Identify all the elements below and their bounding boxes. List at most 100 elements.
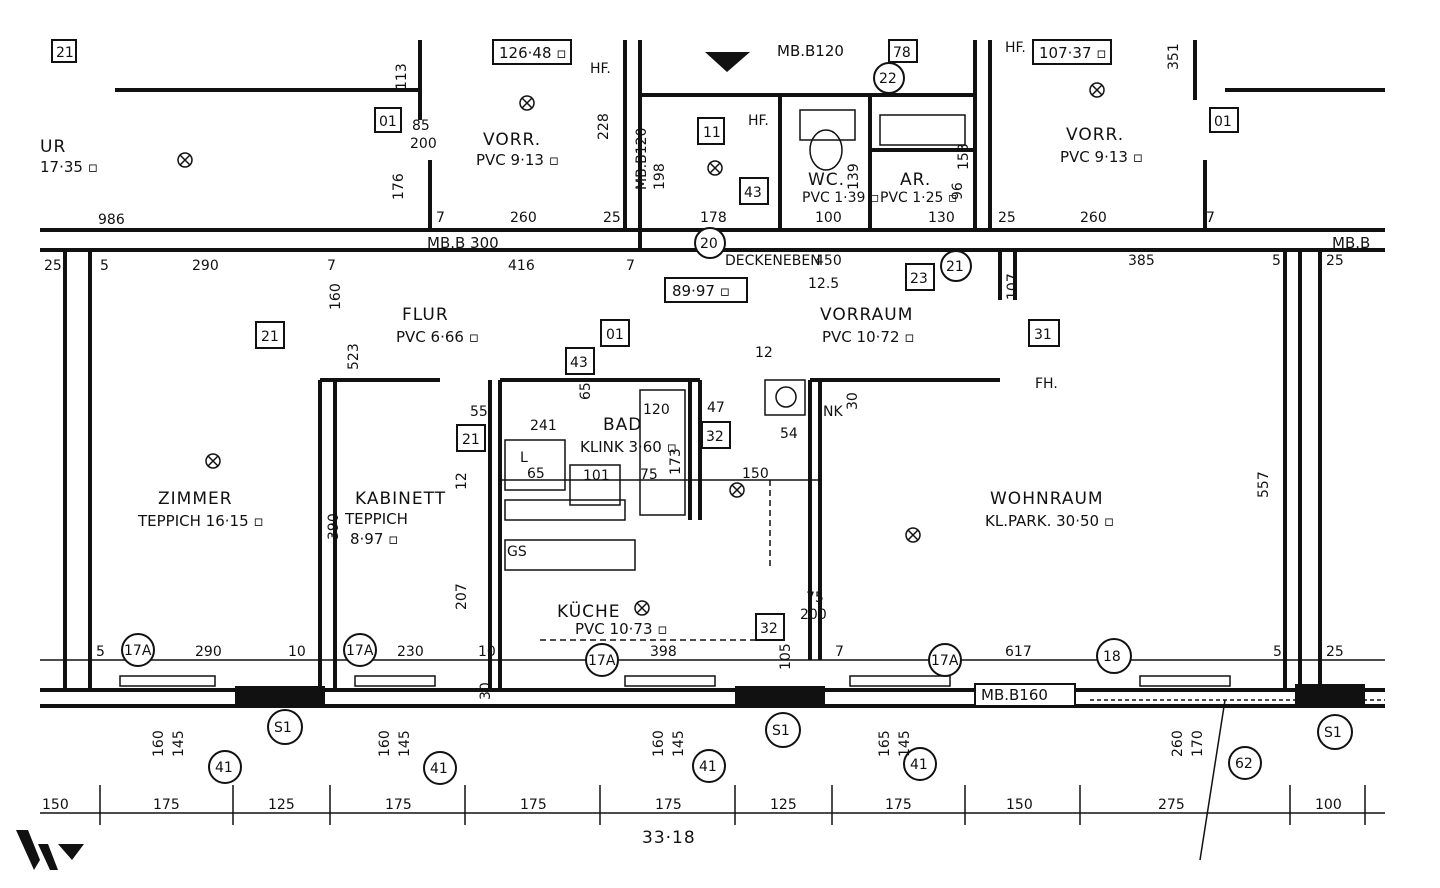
top-labels: 126·48 ▫ 107·37 ▫ 89·97 ▫ MB.B120 MB.B12… — [427, 39, 1370, 707]
boxed-number: 21 — [56, 45, 74, 61]
room-vorr-right-name: VORR. — [1066, 125, 1124, 145]
boxed-number: 23 — [910, 271, 928, 287]
circled-number: 41 — [699, 759, 717, 775]
dimension: 25 — [1326, 253, 1344, 269]
circled-numbers: 20 21 22 17A 17A 17A 17A 18 S1 S1 S1 41 … — [121, 62, 1353, 785]
boxed-numbers: 21 01 11 43 78 01 21 21 01 43 32 31 23 3… — [51, 39, 1239, 641]
light-markers — [177, 82, 1105, 616]
room-kabinett-area: 8·97 ▫ — [350, 530, 398, 548]
dimension: 65 — [527, 466, 545, 482]
boxed-number: 01 — [379, 114, 397, 130]
dimension: 207 — [454, 583, 470, 610]
dimension: 30 — [478, 682, 494, 700]
dimension: 160 — [151, 730, 167, 757]
circled-number: S1 — [274, 720, 292, 736]
hf-right-label: HF. — [1005, 40, 1026, 56]
circled-number: 62 — [1235, 756, 1253, 772]
total-length: 33·18 — [642, 828, 696, 848]
dimension: 25 — [44, 258, 62, 274]
room-bad-name: BAD — [603, 415, 642, 435]
dimension: 145 — [397, 730, 413, 757]
interior-lines — [40, 52, 1385, 861]
area-left-label: 126·48 ▫ — [499, 44, 566, 62]
dimension: 260 — [1080, 210, 1107, 226]
dimension: 150 — [742, 466, 769, 482]
dimension: 200 — [410, 136, 437, 152]
ceiling-light-icon — [905, 527, 921, 543]
boxed-number: 11 — [703, 125, 721, 141]
room-flur-name: FLUR — [402, 305, 449, 325]
boxed-number: 21 — [462, 432, 480, 448]
gs-label: GS — [507, 544, 527, 560]
dimension: 120 — [643, 402, 670, 418]
circled-number: 17A — [588, 653, 616, 669]
dimension: 7 — [436, 210, 445, 226]
axis-dimension: 175 — [885, 797, 912, 813]
mb-b160-label: MB.B160 — [981, 686, 1048, 704]
dimension: 96 — [950, 182, 966, 200]
circled-number: S1 — [1324, 725, 1342, 741]
dimension: 416 — [508, 258, 535, 274]
ceiling-light-icon — [729, 482, 745, 498]
dimension: 230 — [397, 644, 424, 660]
dimension: 145 — [671, 730, 687, 757]
ceiling-light-icon — [707, 160, 723, 176]
room-bad-area: KLINK 3·60 ▫ — [580, 438, 677, 456]
room-vorraum-name: VORRAUM — [820, 305, 913, 325]
dimension: 228 — [596, 113, 612, 140]
axis-dimension: 150 — [42, 797, 69, 813]
mb-b120-vertical-label: MB.B120 — [634, 128, 650, 190]
dimension: 139 — [846, 163, 862, 190]
circled-number: 21 — [946, 259, 964, 275]
boxed-number: 21 — [261, 329, 279, 345]
dimension: 290 — [192, 258, 219, 274]
hf-left-label: HF. — [590, 61, 611, 77]
room-wc-name: WC. — [808, 170, 845, 190]
boxed-number: 43 — [570, 355, 588, 371]
circled-number: 17A — [124, 643, 152, 659]
dimension: 5 — [1272, 253, 1281, 269]
dimension: 557 — [1256, 471, 1272, 498]
room-ur-name: UR — [40, 137, 66, 157]
ceiling-light-icon — [519, 95, 535, 111]
area-center-label: 89·97 ▫ — [672, 282, 730, 300]
dimension: 5 — [1273, 644, 1282, 660]
dimension-texts: 986 7 260 25 178 100 130 25 260 7 25 5 2… — [42, 210, 1344, 848]
dimension: 160 — [377, 730, 393, 757]
dimension: 65 — [578, 382, 594, 400]
room-labels: ZIMMER TEPPICH 16·15 ▫ KABINETT TEPPICH … — [40, 125, 1143, 638]
dimension: 173 — [668, 448, 684, 475]
dimension: 25 — [1326, 644, 1344, 660]
boxed-number: 78 — [893, 45, 911, 61]
dimension: 130 — [928, 210, 955, 226]
dimension: 200 — [800, 607, 827, 623]
boxed-number: 32 — [760, 621, 778, 637]
area-right-label: 107·37 ▫ — [1039, 44, 1106, 62]
circled-number: S1 — [772, 723, 790, 739]
dimension: 398 — [650, 644, 677, 660]
room-ur-area: 17·35 ▫ — [40, 158, 98, 176]
axis-dimension: 175 — [385, 797, 412, 813]
dimension: 113 — [394, 63, 410, 90]
room-wc-area: PVC 1·39 ▫ — [802, 190, 879, 206]
room-vorr-left-name: VORR. — [483, 130, 541, 150]
room-ar-name: AR. — [900, 170, 931, 190]
dimension: 25 — [998, 210, 1016, 226]
room-vorr-right-area: PVC 9·13 ▫ — [1060, 148, 1143, 166]
mb-b-right-label: MB.B — [1332, 234, 1370, 252]
dimension: 101 — [583, 468, 610, 484]
brand-logo-icon — [16, 830, 84, 870]
boxed-number: 32 — [706, 429, 724, 445]
ceiling-light-icon — [177, 152, 193, 168]
axis-dimension: 125 — [770, 797, 797, 813]
dimension: 10 — [478, 644, 496, 660]
room-vorraum-area: PVC 10·72 ▫ — [822, 328, 914, 346]
circled-number: 20 — [700, 236, 718, 252]
dimension: 153 — [956, 143, 972, 170]
nk-label: NK — [823, 404, 843, 420]
axis-dimension: 150 — [1006, 797, 1033, 813]
dimension: 47 — [707, 400, 725, 416]
dimension: 290 — [195, 644, 222, 660]
circled-number: 17A — [346, 643, 374, 659]
